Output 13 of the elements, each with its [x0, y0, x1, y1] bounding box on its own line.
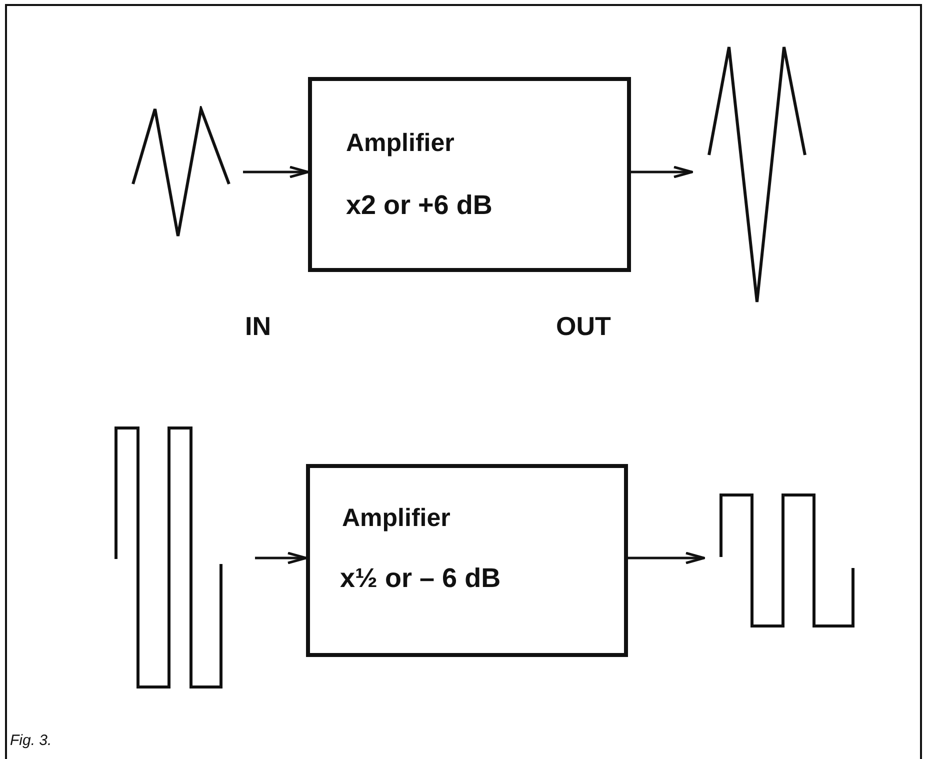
amplifier-box [308, 77, 631, 272]
gain-text: x2 or +6 dB [346, 190, 492, 221]
arrow [243, 166, 310, 178]
signal-label: IN [245, 311, 271, 342]
arrow [628, 552, 706, 564]
block-title: Amplifier [346, 129, 454, 158]
signal-label: OUT [556, 311, 611, 342]
figure-caption: Fig. 3. [10, 732, 52, 749]
arrow [255, 552, 308, 564]
arrow [631, 166, 694, 178]
gain-text: x½ or – 6 dB [340, 563, 501, 594]
amplifier-box [306, 464, 628, 657]
block-title: Amplifier [342, 504, 450, 533]
